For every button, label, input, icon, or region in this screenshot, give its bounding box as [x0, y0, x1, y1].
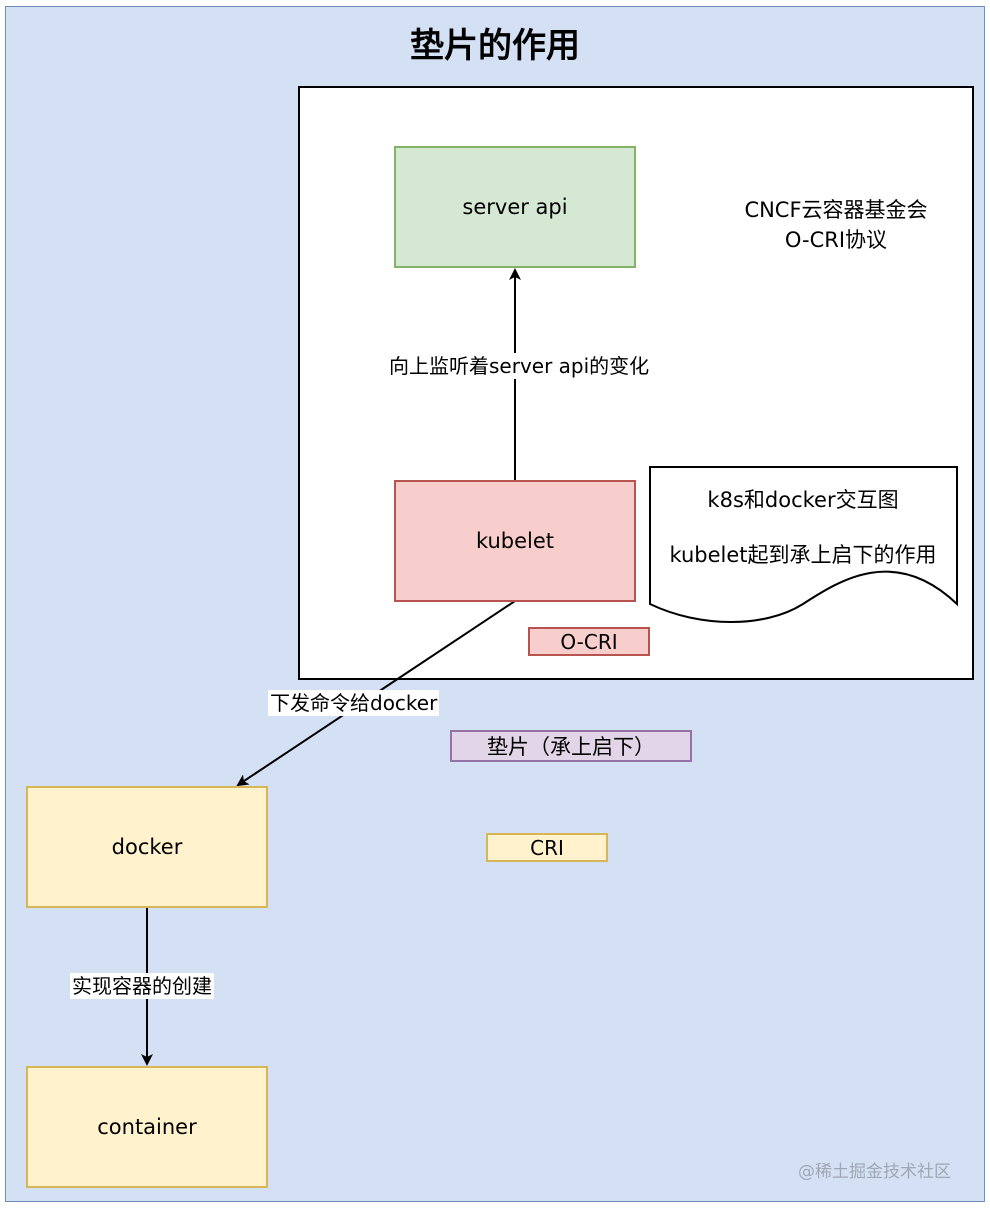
diagram-title: 垫片的作用 — [410, 26, 580, 66]
docker-node: docker — [26, 786, 268, 908]
container-node: container — [26, 1066, 268, 1188]
kubelet-label: kubelet — [475, 529, 555, 553]
note-line-1: k8s和docker交互图 — [707, 488, 899, 512]
shim-label: 垫片（承上启下） — [487, 735, 655, 759]
container-label: container — [97, 1115, 197, 1139]
server-api-node: server api — [394, 146, 636, 268]
edge-label-create-container: 实现容器的创建 — [70, 973, 214, 999]
edge-label-watch-api: 向上监听着server api的变化 — [387, 353, 652, 379]
watermark: @稀土掘金技术社区 — [798, 1162, 951, 1182]
kubelet-node: kubelet — [394, 480, 636, 602]
server-api-label: server api — [462, 195, 568, 219]
note-shape — [649, 466, 958, 623]
o-cri-label: O-CRI — [560, 629, 618, 654]
protocol-line-2: O-CRI协议 — [784, 228, 888, 252]
docker-label: docker — [111, 835, 183, 859]
protocol-line-1: CNCF云容器基金会 — [744, 198, 928, 222]
shim-tag: 垫片（承上启下） — [450, 730, 692, 762]
o-cri-tag: O-CRI — [528, 627, 650, 656]
edge-label-send-command: 下发命令给docker — [268, 690, 440, 716]
note-line-2: kubelet起到承上启下的作用 — [669, 543, 937, 567]
cri-tag: CRI — [486, 833, 608, 862]
cri-label: CRI — [530, 835, 564, 860]
protocol-text: CNCF云容器基金会 O-CRI协议 — [716, 195, 956, 255]
